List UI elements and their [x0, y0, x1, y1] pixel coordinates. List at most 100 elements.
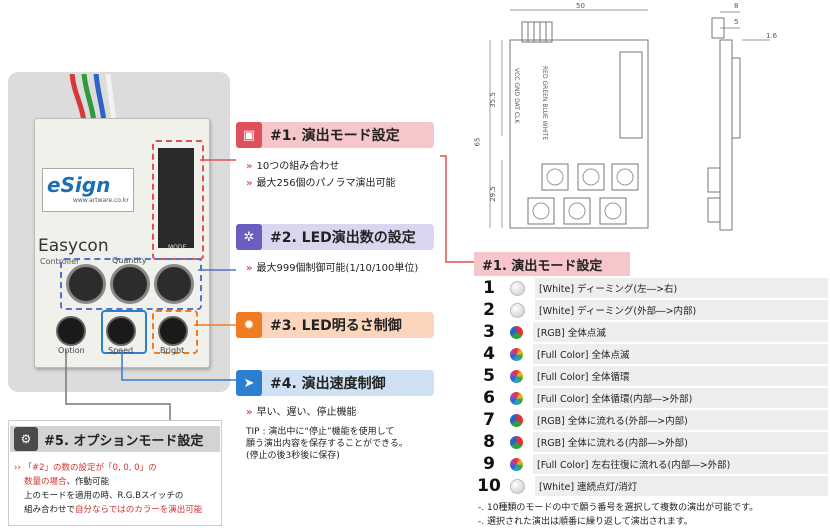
option-line-4: 組み合わせで自分ならではのカラーを演出可能: [24, 504, 202, 516]
tip-line-2: 願う演出内容を保存することができる。: [246, 439, 408, 449]
bright-knob[interactable]: [158, 316, 188, 346]
mode-row: 7[RGB] 全体に流れる(外部―>内部): [474, 410, 828, 430]
option-line-1-text: 「#2」の数の設定が「0, 0, 0」の: [23, 463, 157, 473]
section-brightness-title: #3. LED明るさ制御: [270, 318, 402, 334]
speed-knob[interactable]: [106, 316, 136, 346]
color-dot-icon: [510, 435, 523, 449]
mode-row: 2[White] ディーミング(外部―>内部): [474, 300, 828, 320]
bright-knob-label: Bright: [160, 346, 185, 355]
device-name: Easycon: [38, 236, 109, 256]
dim-height-total: 65: [473, 137, 482, 147]
option-line-1: ›› 「#2」の数の設定が「0, 0, 0」の: [14, 463, 157, 473]
front-view-drawing: [489, 9, 649, 229]
led-count-line-1: 最大999個制御可能(1/10/100単位): [256, 263, 419, 274]
dim-thickness: 1.6: [766, 32, 778, 40]
mode-description: [RGB] 全体に流れる(外部―>内部): [533, 410, 828, 430]
section-option-title: #5. オプションモード設定: [44, 433, 204, 449]
mode-number: 2: [483, 300, 495, 320]
dim-width: 50: [576, 2, 585, 10]
mode-number: 9: [483, 454, 495, 474]
bulb-icon: ✹: [236, 312, 262, 338]
mode-description: [RGB] 全体点滅: [533, 322, 828, 342]
section-brightness-header: ✹ #3. LED明るさ制御: [236, 312, 434, 338]
option-line-4-pre: 組み合わせで: [24, 505, 76, 515]
color-dot-icon: [510, 369, 523, 383]
device-subtitle: Controller: [40, 257, 80, 266]
mode-number: 8: [483, 432, 495, 452]
mode-dip-switch[interactable]: [158, 148, 194, 248]
pin-white: WHITE: [541, 120, 548, 141]
mode-row: 1 [White] ディーミング(左―>右): [474, 278, 828, 298]
mode-table-title: #1. 演出モード設定: [474, 252, 630, 276]
quantity-dial-100[interactable]: [66, 264, 106, 304]
gears-icon: ⚙: [14, 427, 38, 451]
section-led-count-header: ✲ #2. LED演出数の設定: [236, 224, 434, 250]
pin-labels-left: VCC GND DAT CLK: [513, 68, 520, 123]
section-speed-title: #4. 演出速度制御: [270, 376, 386, 392]
color-dot-icon: [510, 302, 525, 318]
mode-number: 4: [483, 344, 495, 364]
quantity-highlight: [60, 258, 202, 310]
mode-description: [White] 連続点灯/消灯: [535, 476, 828, 496]
speed-knob-label: Speed: [108, 346, 134, 355]
mode-description: [Full Color] 左右往復に流れる(内部―>外部): [533, 454, 828, 474]
color-dot-icon: [510, 413, 523, 427]
quantity-label: Quantity: [112, 256, 147, 265]
option-line-2: 数量の場合、作動可能: [24, 476, 109, 488]
section-option-header: ⚙ #5. オプションモード設定: [10, 426, 220, 452]
option-line-2-red: 数量の場合: [24, 477, 67, 487]
mode-number: 5: [483, 366, 495, 386]
mode-note-1: -. 10種類のモードの中で願う番号を選択して複数の演出が可能です。: [478, 503, 759, 513]
section-led-count-lines: »最大999個制御可能(1/10/100単位): [246, 263, 419, 274]
mode-description: [White] ディーミング(左―>右): [535, 278, 828, 298]
section-mode-lines: »10つの組み合わせ »最大256個のパノラマ演出可能: [246, 161, 396, 189]
quantity-dial-10[interactable]: [110, 264, 150, 304]
section-mode-header: ▣ #1. 演出モード設定: [236, 122, 434, 148]
pin-vcc: VCC: [513, 68, 520, 81]
mode-line-1: 10つの組み合わせ: [256, 161, 340, 172]
device-wires: [69, 74, 117, 122]
gear-icon: ✲: [236, 224, 262, 250]
dip-switch-label: MODE: [168, 244, 187, 251]
dim-depth: 8: [734, 2, 739, 10]
mode-row: 10 [White] 連続点灯/消灯: [474, 476, 828, 496]
option-knob-label: Option: [58, 346, 85, 355]
mode-line-2: 最大256個のパノラマ演出可能: [256, 178, 396, 189]
color-dot-icon: [510, 391, 523, 405]
dim-height-lower: 29.5: [488, 186, 497, 202]
pin-clk: CLK: [513, 111, 520, 124]
option-knob[interactable]: [56, 316, 86, 346]
section-led-count-title: #2. LED演出数の設定: [270, 230, 416, 246]
mode-number: 1: [483, 278, 495, 298]
section-speed-lines: »早い、遅い、停止機能: [246, 407, 357, 418]
speed-tip: TIP : 演出中に“停止”機能を使用して 願う演出内容を保存することができる。…: [246, 426, 408, 462]
pin-red: RED: [541, 66, 548, 79]
mode-note-2: -. 選択された演出は順番に繰り返して演出されます。: [478, 517, 693, 527]
dim-depth-inner: 5: [734, 18, 739, 26]
quantity-dial-1[interactable]: [154, 264, 194, 304]
mode-row: 3[RGB] 全体点滅: [474, 322, 828, 342]
speed-line-1: 早い、遅い、停止機能: [256, 407, 357, 418]
brand-logo: eSign www.artware.co.kr: [42, 168, 134, 212]
mode-row: 4[Full Color] 全体点滅: [474, 344, 828, 364]
tip-line-1: TIP : 演出中に“停止”機能を使用して: [246, 427, 395, 437]
mode-icon: ▣: [236, 122, 262, 148]
color-dot-icon: [510, 478, 525, 494]
mode-row: 6[Full Color] 全体循環(内部―>外部): [474, 388, 828, 408]
dim-height-upper: 35.5: [488, 92, 497, 108]
side-view-drawing: [707, 11, 770, 231]
pin-blue: BLUE: [541, 103, 548, 119]
brand-url: www.artware.co.kr: [73, 197, 129, 204]
color-dot-icon: [510, 280, 525, 296]
color-dot-icon: [510, 325, 523, 339]
section-speed-header: ➤ #4. 演出速度制御: [236, 370, 434, 396]
color-dot-icon: [510, 347, 523, 361]
pin-labels-right: RED GREEN BLUE WHITE: [541, 66, 548, 140]
mode-row: 8 [RGB] 全体に流れる(内部―>外部): [474, 432, 828, 452]
mode-number: 6: [483, 388, 495, 408]
section-mode-title: #1. 演出モード設定: [270, 128, 400, 144]
bright-highlight: [152, 310, 198, 354]
mode-description: [RGB] 全体に流れる(内部―>外部): [533, 432, 828, 452]
mode-number: 10: [477, 476, 501, 496]
